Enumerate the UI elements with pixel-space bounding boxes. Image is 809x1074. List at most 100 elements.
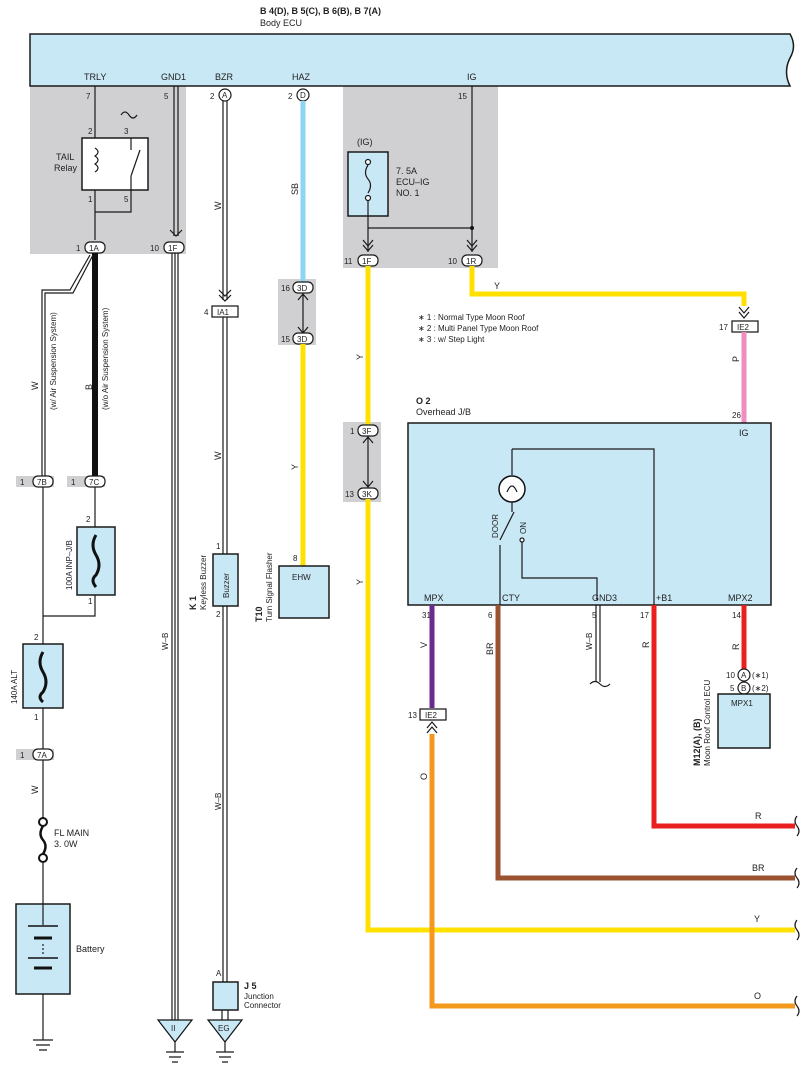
o2-pin-cty: CTY bbox=[502, 593, 520, 603]
ecu-pin-bzr: BZR bbox=[215, 72, 234, 82]
wire-label-wb-3: W–B bbox=[585, 633, 594, 650]
m12-id: M12(A), (B) bbox=[692, 719, 702, 767]
wire-label-w-bzr-2: W bbox=[213, 451, 223, 460]
relay-pin-1: 1 bbox=[88, 195, 93, 204]
note-3: ∗ 3 : w/ Step Light bbox=[418, 335, 485, 344]
c3D-16-id: 3D bbox=[297, 284, 307, 293]
fuse-ig-label: (IG) bbox=[357, 137, 373, 147]
wire-label-o: O bbox=[419, 773, 429, 780]
ground-eg-triangle bbox=[206, 1019, 244, 1043]
ground-ii-triangle bbox=[156, 1019, 194, 1043]
tail-relay-label-2: Relay bbox=[54, 163, 78, 173]
m12-inner: MPX1 bbox=[731, 699, 753, 708]
pin-gnd1-num: 5 bbox=[164, 92, 169, 101]
wire-label-br: BR bbox=[485, 642, 495, 655]
c7A-id: 7A bbox=[37, 751, 47, 760]
break-br bbox=[794, 867, 800, 889]
ecu-pin-gnd1: GND1 bbox=[161, 72, 186, 82]
c3D-15-id: 3D bbox=[297, 335, 307, 344]
fl-main-top-terminal bbox=[38, 817, 48, 827]
pin-haz-num: 2 bbox=[288, 92, 293, 101]
lamp-filament bbox=[506, 485, 518, 493]
j5-id: J 5 bbox=[244, 981, 257, 991]
t10-name: Turn Signal Flasher bbox=[265, 552, 274, 622]
c7C-num: 1 bbox=[71, 478, 76, 487]
fl-main-fuse bbox=[39, 825, 47, 855]
pin-ig-num: 15 bbox=[458, 92, 467, 101]
c1R-num: 10 bbox=[448, 257, 457, 266]
out-label-o: O bbox=[754, 991, 761, 1001]
inp-pin2: 2 bbox=[86, 515, 91, 524]
wire-br bbox=[495, 605, 795, 881]
wire-inp-bottom bbox=[43, 595, 96, 617]
m12-b-num: 5 bbox=[730, 684, 735, 693]
k1-pin1: 1 bbox=[216, 542, 221, 551]
fuse-terminal-top bbox=[364, 158, 372, 166]
cIE2-bot-id: IE2 bbox=[425, 711, 438, 720]
o2-ig-pin: 26 bbox=[732, 411, 741, 420]
wire-w-air bbox=[41, 254, 91, 476]
alt-pin2: 2 bbox=[34, 633, 39, 642]
wire-label-y-1r: Y bbox=[494, 281, 500, 291]
o2-gnd-wire bbox=[521, 540, 598, 600]
break-y bbox=[794, 919, 800, 941]
wire-k1-down bbox=[222, 606, 228, 982]
k1-pin2: 2 bbox=[216, 610, 221, 619]
o2-pin-gnd3: GND3 bbox=[592, 593, 617, 603]
1r-arrows bbox=[466, 239, 478, 252]
ground-eg-symbol bbox=[216, 1042, 234, 1063]
relay-pin-5: 5 bbox=[124, 195, 129, 204]
o2-pin-mpx: MPX bbox=[424, 593, 444, 603]
relay-coil bbox=[93, 147, 99, 173]
m12-a-note: (∗1) bbox=[752, 671, 769, 680]
o2-pnum-mpx: 31 bbox=[422, 611, 431, 620]
out-label-r: R bbox=[755, 811, 762, 821]
fuse-element bbox=[364, 164, 372, 194]
wire-j5-ground bbox=[221, 1010, 229, 1020]
relay-indicator bbox=[120, 111, 138, 119]
m12-a-id: A bbox=[741, 671, 747, 680]
gnd3-break bbox=[589, 680, 611, 688]
fuse-name-2: NO. 1 bbox=[396, 188, 420, 198]
cIE2-top-id: IE2 bbox=[737, 323, 750, 332]
ig-wiring bbox=[367, 86, 473, 252]
bzr-connector bbox=[218, 88, 232, 102]
t10-inner: EHW bbox=[292, 573, 311, 582]
wire-gnd1-upper bbox=[173, 86, 179, 236]
o2-name: Overhead J/B bbox=[416, 407, 471, 417]
ie2-bottom-arrows bbox=[426, 721, 438, 734]
inp-pin1: 1 bbox=[88, 597, 93, 606]
t10-id: T10 bbox=[254, 606, 264, 622]
note-2: ∗ 2 : Multi Panel Type Moon Roof bbox=[418, 324, 539, 333]
wire-label-y-haz: Y bbox=[290, 464, 300, 470]
tail-relay-label-1: TAIL bbox=[56, 152, 74, 162]
alt-label: 140A ALT bbox=[10, 670, 19, 704]
on-contact bbox=[519, 537, 525, 543]
wire-r-b1 bbox=[651, 605, 795, 829]
ground-ii-symbol bbox=[166, 1042, 184, 1063]
ecu-pin-ig: IG bbox=[467, 72, 477, 82]
fuse-terminal-bottom bbox=[364, 194, 372, 202]
break-r bbox=[794, 815, 800, 837]
keyless-buzzer-box bbox=[212, 553, 239, 607]
connector-1F bbox=[163, 241, 185, 254]
c1A-id: 1A bbox=[89, 244, 99, 253]
o2-id: O 2 bbox=[416, 396, 431, 406]
cIA1-num: 4 bbox=[204, 308, 209, 317]
c7C-id: 7C bbox=[89, 478, 99, 487]
o2-pnum-cty: 6 bbox=[488, 611, 493, 620]
m12-b-note: (∗2) bbox=[752, 684, 769, 693]
c3K-id: 3K bbox=[362, 490, 372, 499]
c3D-16-num: 16 bbox=[281, 284, 290, 293]
wire-label-sb: SB bbox=[290, 183, 300, 195]
break-o bbox=[794, 995, 800, 1017]
connector-IE2-bottom bbox=[419, 708, 447, 721]
ecu-header: B 4(D), B 5(C), B 6(B), B 7(A) bbox=[260, 6, 381, 16]
o2-ig-label: IG bbox=[739, 428, 749, 438]
wire-label-r-b1: R bbox=[641, 641, 651, 648]
o2-pin-b1: +B1 bbox=[656, 593, 672, 603]
label-air-wo: (w/o Air Suspension System) bbox=[101, 307, 110, 410]
wire-label-w-2: W bbox=[30, 785, 40, 794]
alt-pin1: 1 bbox=[34, 713, 39, 722]
wire-label-y-main: Y bbox=[355, 579, 365, 585]
